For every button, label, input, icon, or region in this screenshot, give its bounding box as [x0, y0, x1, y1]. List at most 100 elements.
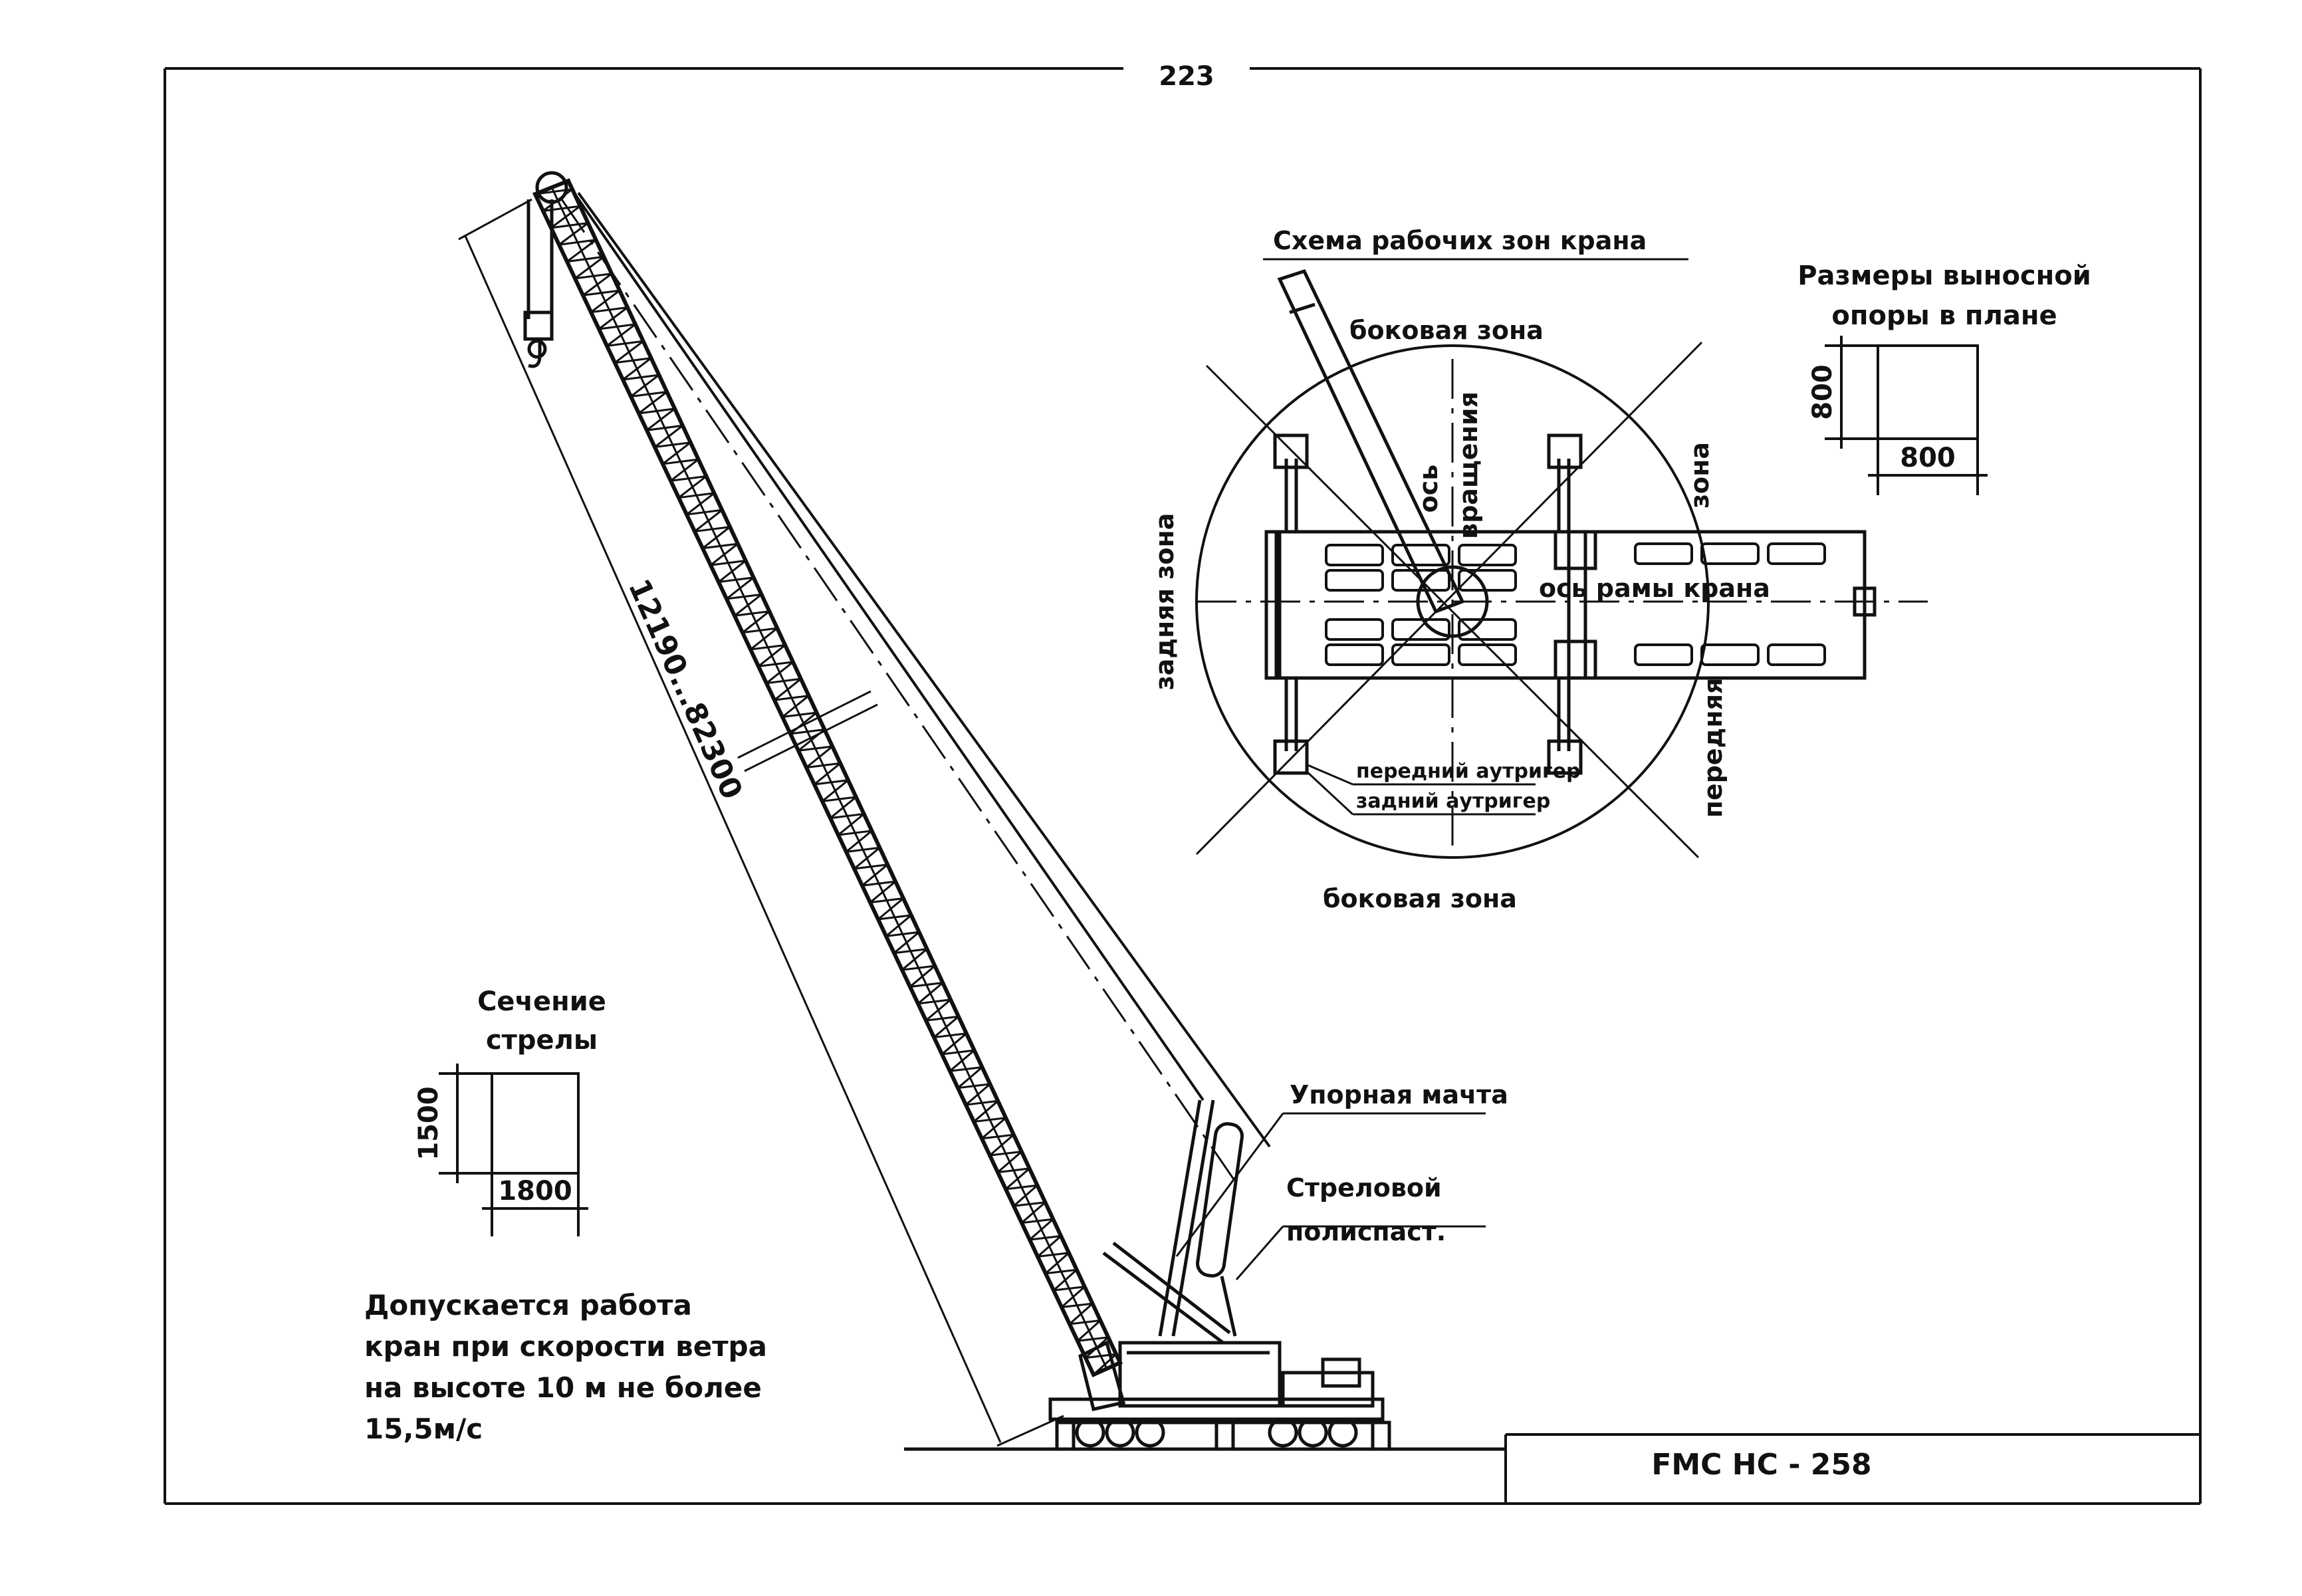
- lattice-member: [734, 610, 770, 617]
- outriggers: [1273, 433, 1583, 775]
- boom-section-box: [439, 1064, 588, 1236]
- title-block: [1504, 1433, 2200, 1504]
- lattice-member: [718, 560, 747, 583]
- lattice-member: [933, 1016, 959, 1038]
- lattice-member: [542, 205, 580, 212]
- lattice-member: [862, 880, 896, 887]
- crane-boom: [532, 178, 1123, 1377]
- lattice-member: [854, 863, 888, 870]
- boom-centerline: [560, 199, 1238, 1184]
- lattice-member: [957, 1083, 990, 1089]
- plan-chassis: [1264, 530, 1877, 680]
- lattice-member: [758, 661, 794, 667]
- lattice-member: [877, 897, 904, 921]
- lattice-member: [614, 357, 651, 364]
- zone-boundary-lines: [1195, 341, 1703, 859]
- lattice-member: [662, 441, 691, 465]
- lattice-member: [1021, 1218, 1054, 1224]
- lattice-member: [1005, 1184, 1038, 1191]
- lattice-member: [654, 425, 683, 448]
- lattice-member: [965, 1099, 998, 1106]
- lattice-member: [726, 576, 754, 600]
- lattice-member: [582, 289, 620, 296]
- boom-length-dimension: [458, 198, 1064, 1447]
- lattice-member: [1045, 1268, 1077, 1275]
- note-line-2: кран при скорости ветра: [364, 1330, 767, 1363]
- boom-section-title-2: стрелы: [486, 1025, 598, 1056]
- lattice-member: [1029, 1235, 1062, 1241]
- lattice-member: [734, 594, 762, 617]
- lattice-member: [638, 391, 668, 415]
- lattice-member: [550, 205, 581, 229]
- lattice-member: [614, 340, 644, 364]
- lattice-member: [582, 273, 613, 296]
- pad-height: 800: [1807, 364, 1838, 420]
- note-line-4: 15,5м/с: [364, 1413, 483, 1445]
- lattice-member: [638, 407, 675, 415]
- lattice-member: [941, 1049, 975, 1056]
- lattice-member: [622, 374, 659, 381]
- lattice-member: [901, 948, 928, 971]
- lattice-member: [1069, 1302, 1093, 1325]
- rear-zone-label: задняя зона: [1150, 513, 1179, 691]
- plan-title: Схема рабочих зон крана: [1273, 226, 1647, 255]
- lattice-member: [949, 1049, 975, 1072]
- lattice-member: [989, 1133, 1014, 1157]
- boom-pendant-lines: [570, 188, 1271, 1148]
- lattice-member: [997, 1167, 1030, 1174]
- lattice-member: [710, 560, 746, 566]
- mast-label: Упорная мачта: [1290, 1080, 1508, 1109]
- lattice-member: [901, 965, 935, 971]
- lattice-member: [742, 610, 770, 633]
- lattice-member: [814, 762, 842, 786]
- wheels: [1075, 1417, 1358, 1448]
- lattice-member: [814, 779, 849, 786]
- lattice-member: [981, 1133, 1014, 1140]
- lattice-member: [598, 306, 628, 330]
- drawing-stamp: FMC HC - 258: [1651, 1448, 1871, 1482]
- lattice-member: [877, 914, 911, 921]
- lattice-member: [758, 644, 786, 667]
- lattice-member: [869, 897, 904, 904]
- lattice-member: [925, 998, 952, 1022]
- lattice-member: [590, 289, 620, 313]
- lattice-member: [670, 458, 699, 482]
- lattice-member: [662, 458, 699, 465]
- lattice-member: [917, 998, 951, 1005]
- lattice-member: [989, 1151, 1022, 1157]
- lattice-member: [630, 374, 660, 398]
- rear-outrigger-label: задний аутригер: [1356, 790, 1550, 813]
- lattice-member: [1061, 1302, 1093, 1309]
- lattice-member: [774, 695, 809, 701]
- lattice-member: [694, 526, 731, 532]
- lattice-member: [702, 542, 739, 550]
- tackle-label-2: полиспаст.: [1286, 1217, 1446, 1246]
- pad-title-1: Размеры выносной: [1797, 261, 2091, 291]
- lattice-member: [973, 1117, 1006, 1123]
- boom-section-height: 1500: [413, 1086, 444, 1160]
- lattice-member: [822, 796, 856, 802]
- plan-boom: [1277, 269, 1465, 614]
- label-leaders: [1175, 1112, 1486, 1280]
- lattice-member: [550, 222, 588, 229]
- boom-section-width: 1800: [498, 1176, 572, 1206]
- front-outrigger-label: передний аутригер: [1356, 760, 1581, 783]
- lattice-member: [830, 796, 857, 819]
- rotation-axis-label-2: вращения: [1454, 392, 1483, 539]
- frame-axis-label: ось рамы крана: [1539, 574, 1770, 603]
- note-line-3: на высоте 10 м не более: [364, 1371, 762, 1404]
- lattice-member: [893, 948, 927, 955]
- support-mast: [1102, 1099, 1231, 1344]
- lattice-member: [694, 509, 723, 532]
- lattice-member: [750, 644, 786, 651]
- lattice-member: [909, 982, 943, 988]
- side-zone-bottom: боковая зона: [1323, 884, 1517, 913]
- lattice-member: [766, 677, 801, 685]
- lattice-member: [1013, 1185, 1038, 1207]
- lattice-member: [702, 526, 731, 549]
- lattice-member: [646, 424, 683, 431]
- lattice-member: [606, 340, 643, 347]
- lattice-member: [838, 813, 865, 836]
- lattice-member: [1045, 1252, 1070, 1274]
- lattice-member: [925, 1015, 959, 1022]
